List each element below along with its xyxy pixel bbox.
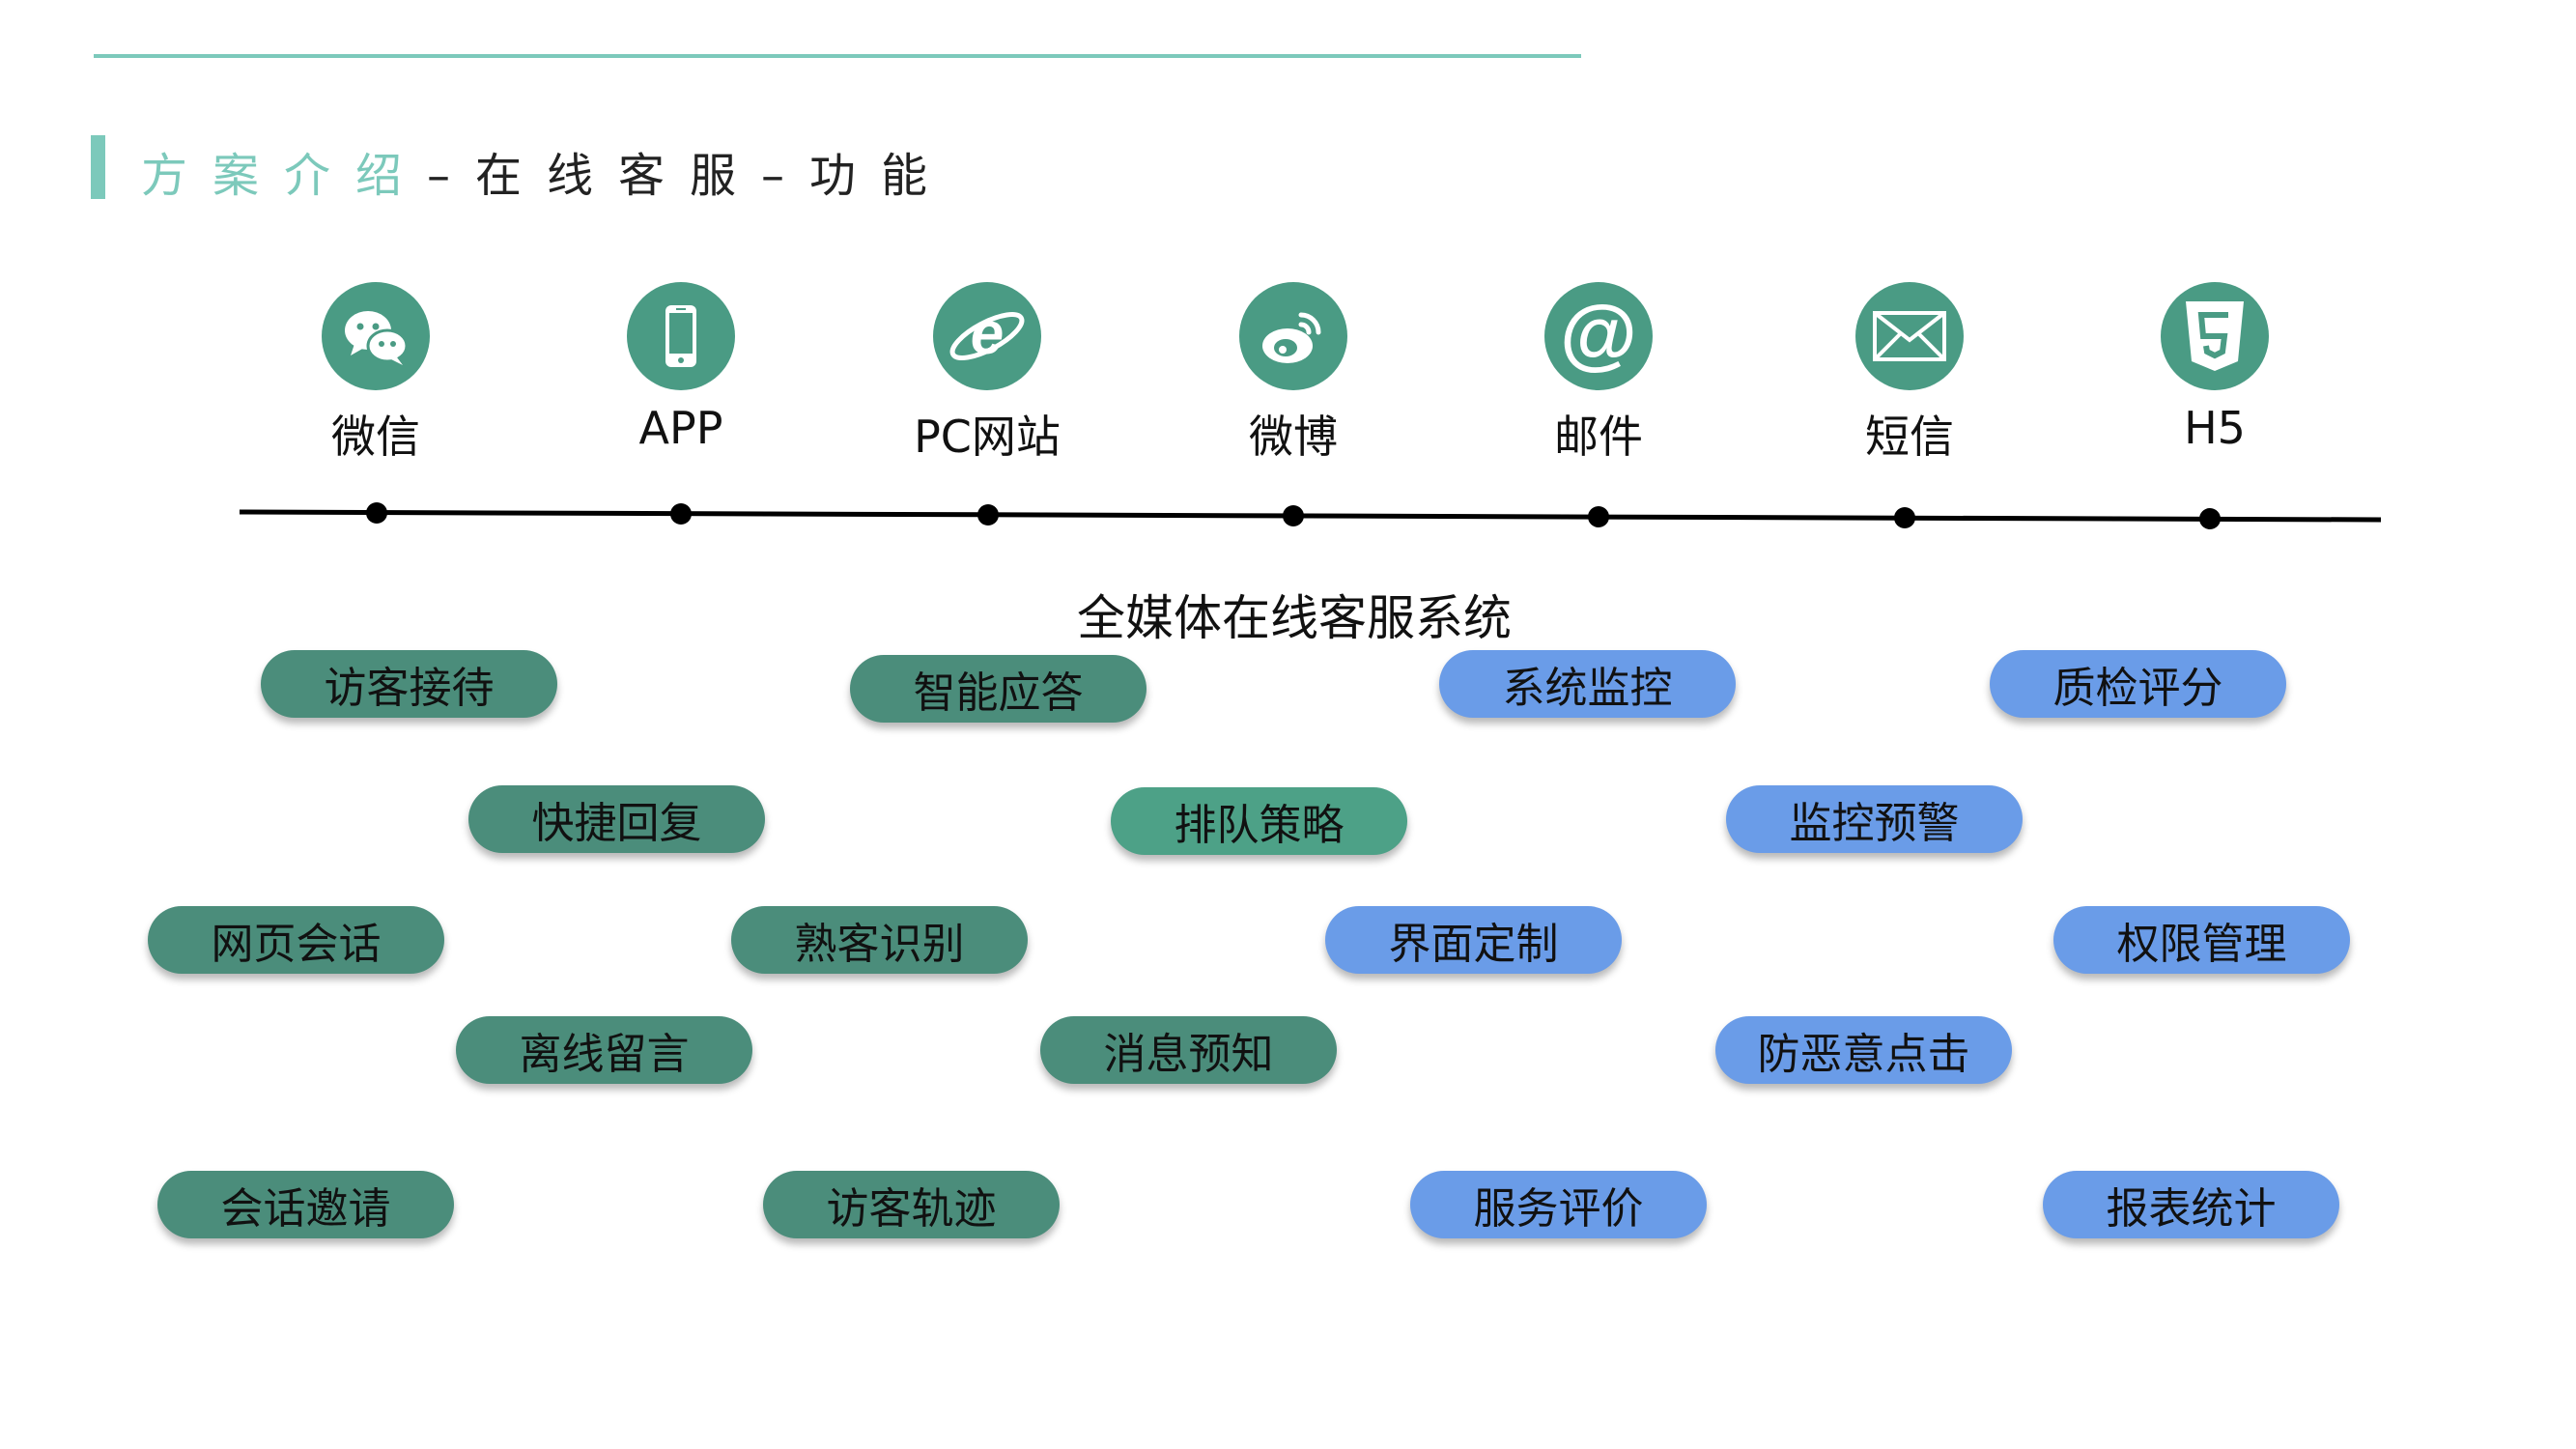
svg-text:e: e [971, 300, 1004, 367]
feature-pill: 会话邀请 [157, 1171, 454, 1238]
channel-label: 微博 [1249, 411, 1338, 463]
timeline-node [2199, 508, 2221, 529]
weibo-icon [1239, 282, 1347, 390]
channel-label: 短信 [1865, 411, 1954, 463]
html5-icon [2161, 282, 2269, 390]
wechat-icon [322, 282, 430, 390]
channel-weibo: 微博 [1177, 282, 1409, 466]
timeline-node [1283, 505, 1304, 526]
channel-app: APP [565, 282, 797, 454]
feature-pill: 离线留言 [456, 1016, 752, 1084]
svg-text:@: @ [1560, 293, 1637, 378]
channel-pc-website: e PC网站 [871, 282, 1103, 466]
page-title: 方案介绍–在线客服–功能 [141, 137, 952, 205]
channel-h5: H5 [2099, 282, 2331, 454]
feature-pill: 权限管理 [2053, 906, 2350, 974]
feature-pill: 防恶意点击 [1715, 1016, 2012, 1084]
title-accent-bar [91, 135, 105, 199]
timeline-node [1894, 507, 1915, 528]
feature-pill: 监控预警 [1726, 785, 2023, 853]
feature-pill: 访客接待 [261, 650, 557, 718]
feature-pill: 排队策略 [1111, 787, 1407, 855]
channel-label: 邮件 [1554, 411, 1643, 463]
feature-pill: 熟客识别 [731, 906, 1028, 974]
title-rest: –在线客服–功能 [427, 149, 953, 203]
timeline-node [977, 504, 999, 526]
feature-pill: 智能应答 [850, 655, 1146, 723]
feature-pill: 快捷回复 [468, 785, 765, 853]
channel-email: @ 邮件 [1483, 282, 1714, 466]
internet-explorer-icon: e [933, 282, 1041, 390]
timeline-node [366, 502, 387, 524]
timeline-node [1588, 506, 1609, 527]
feature-pill: 系统监控 [1439, 650, 1736, 718]
mobile-phone-icon [627, 282, 735, 390]
feature-pill: 访客轨迹 [763, 1171, 1060, 1238]
timeline [239, 502, 2382, 529]
feature-pill: 服务评价 [1410, 1171, 1707, 1238]
envelope-icon [1855, 282, 1964, 390]
top-rule [94, 54, 1581, 58]
title-accent: 方案介绍 [141, 149, 428, 203]
channel-label: H5 [2184, 402, 2246, 454]
channel-sms: 短信 [1794, 282, 2025, 466]
system-title: 全媒体在线客服系统 [1077, 590, 1512, 646]
timeline-node [670, 503, 692, 525]
channel-wechat: 微信 [260, 282, 492, 466]
channel-label: PC网站 [914, 411, 1061, 463]
feature-pill: 界面定制 [1325, 906, 1622, 974]
feature-pill: 消息预知 [1040, 1016, 1337, 1084]
feature-pill: 质检评分 [1990, 650, 2286, 718]
channel-label: APP [638, 402, 723, 454]
at-sign-icon: @ [1544, 282, 1653, 390]
channel-label: 微信 [331, 411, 420, 463]
feature-pill: 报表统计 [2043, 1171, 2339, 1238]
feature-pill: 网页会话 [148, 906, 444, 974]
